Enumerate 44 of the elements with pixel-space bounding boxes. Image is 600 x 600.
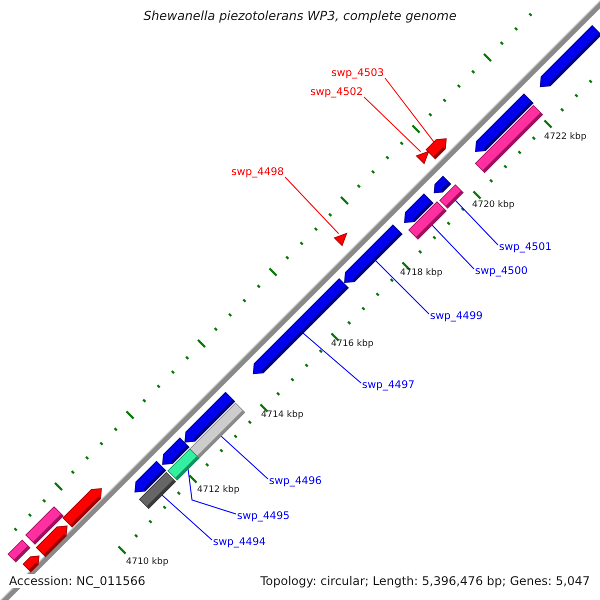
gene-label: swp_4495 [237,509,290,523]
gene-marker [408,201,447,240]
leader-line [375,260,430,314]
gene-marker [138,472,176,510]
gene-label: swp_4503 [331,66,384,80]
gene-marker [426,138,447,160]
gene-label: swp_4496 [269,474,322,488]
gene-marker [62,488,102,528]
gene-label: swp_4501 [499,240,552,254]
leader-line [432,224,474,270]
scale-label: 4720 kbp [472,199,514,212]
gene-marker [22,556,40,572]
leader-line [220,436,268,480]
gene-marker [474,104,544,174]
gene-label: swp_4494 [213,535,266,549]
gene-marker [540,25,600,88]
leader-line [302,332,362,384]
gene-marker [439,184,464,209]
gene-marker [167,448,200,481]
gene-marker [416,150,430,164]
diagram-title: Shewanella piezotolerans WP3, complete genome [142,8,458,23]
scale-label: 4716 kbp [331,338,374,351]
gene-marker [334,232,348,246]
scale-label: 4714 kbp [261,409,304,422]
leader-line [162,494,212,540]
leader-line [284,176,340,234]
scale-label: 4712 kbp [197,484,240,497]
gene-label: swp_4500 [475,264,528,278]
footer-text: Topology: circular; Length: 5,396,476 bp; Genes: 5,047 [260,574,590,588]
footer-text: Accession: NC_011566 [9,574,146,588]
gene-marker [434,176,452,194]
leader-line [454,200,498,246]
gene-label: swp_4502 [310,85,363,99]
leader-line [384,78,434,142]
gene-label: swp_4499 [430,309,483,323]
gene-label: swp_4497 [362,378,415,392]
gene-marker [36,525,68,558]
leader-line [188,468,236,514]
scale-label: 4718 kbp [400,267,442,280]
gene-label: swp_4498 [231,165,284,179]
gene-marker [188,402,246,460]
scale-label: 4710 kbp [126,556,168,569]
leader-line [364,96,422,152]
scale-label: 4722 kbp [544,131,586,144]
